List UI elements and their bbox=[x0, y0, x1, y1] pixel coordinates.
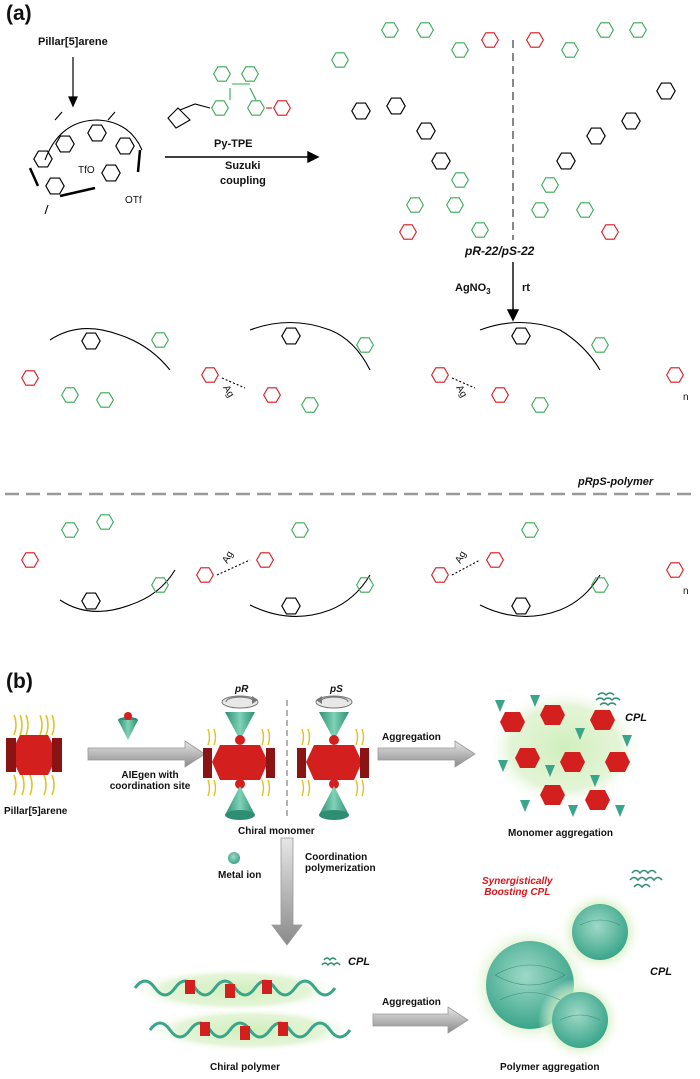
agno3-label: AgNO3 bbox=[455, 282, 491, 297]
coordination-label: Coordination polymerization bbox=[305, 852, 376, 874]
arrow-aggregation-bottom bbox=[372, 1006, 469, 1034]
metal-ion-icon bbox=[228, 852, 240, 864]
cpl-top-label: CPL bbox=[625, 712, 647, 724]
tfo-label: TfO bbox=[78, 165, 95, 176]
panel-a-label: (a) bbox=[6, 2, 32, 25]
metal-ion-label: Metal ion bbox=[218, 870, 262, 881]
polymer-chain-bottom bbox=[21, 514, 684, 617]
polymer-label: pRpS-polymer bbox=[578, 476, 654, 488]
monomer-aggregation-cluster bbox=[487, 688, 643, 817]
arrow-down-agno3 bbox=[506, 262, 520, 322]
chiral-polymer-label: Chiral polymer bbox=[210, 1062, 281, 1073]
aggregation-top-label: Aggregation bbox=[382, 732, 441, 743]
chiral-polymer-chains bbox=[130, 968, 355, 1052]
cpl-right-label: CPL bbox=[650, 966, 672, 978]
product-pR-pS-structure bbox=[331, 22, 676, 240]
coupling-label: coupling bbox=[220, 175, 266, 187]
chiral-monomer-pS bbox=[297, 695, 369, 820]
pillararene-title: Pillar[5]arene bbox=[38, 36, 108, 48]
pillararene-structure bbox=[28, 111, 143, 215]
pillararene-icon bbox=[6, 714, 62, 796]
rotation-arrow-pS-icon bbox=[316, 696, 322, 704]
n-subscript-2: n bbox=[683, 586, 689, 597]
py-tpe-label: Py-TPE bbox=[214, 138, 253, 150]
chiral-monomer-label: Chiral monomer bbox=[238, 826, 315, 837]
cpl-spiral-top-icon bbox=[595, 692, 621, 706]
product-label: pR-22/pS-22 bbox=[465, 244, 535, 258]
polymer-aggregation-label: Polymer aggregation bbox=[500, 1062, 600, 1073]
cpl-spiral-mid-icon bbox=[321, 957, 341, 967]
cpl-mid-label: CPL bbox=[348, 956, 370, 968]
rt-label: rt bbox=[522, 282, 530, 294]
panel-b-label: (b) bbox=[6, 670, 33, 693]
monomer-aggregation-label: Monomer aggregation bbox=[508, 828, 614, 839]
rotation-arrow-pR-icon bbox=[252, 696, 258, 704]
polymer-chain-top bbox=[21, 321, 684, 413]
n-subscript-1: n bbox=[683, 392, 689, 403]
pS-label: pS bbox=[330, 684, 343, 695]
aggregation-bottom-label: Aggregation bbox=[382, 997, 441, 1008]
cpl-spiral-right-icon bbox=[629, 869, 663, 889]
py-tpe-structure bbox=[167, 66, 291, 129]
aiegen-label: AIEgen with coordination site bbox=[109, 770, 191, 792]
pR-label: pR bbox=[235, 684, 249, 695]
pillararene-b-label: Pillar[5]arene bbox=[4, 806, 68, 817]
arrow-down-1 bbox=[68, 57, 78, 108]
reaction-arrow-1 bbox=[165, 150, 320, 164]
arrow-aggregation-top bbox=[377, 740, 476, 768]
arrow-to-monomer bbox=[87, 740, 206, 768]
arrow-coordination-down bbox=[271, 837, 303, 946]
otf-label: OTf bbox=[125, 195, 142, 206]
chiral-monomer-pR bbox=[203, 695, 275, 820]
polymer-aggregation-spheres bbox=[468, 890, 642, 1062]
synergy-label: Synergistically Boosting CPL bbox=[482, 876, 553, 898]
aiegen-cone-icon bbox=[118, 712, 138, 740]
suzuki-label: Suzuki bbox=[225, 160, 261, 172]
